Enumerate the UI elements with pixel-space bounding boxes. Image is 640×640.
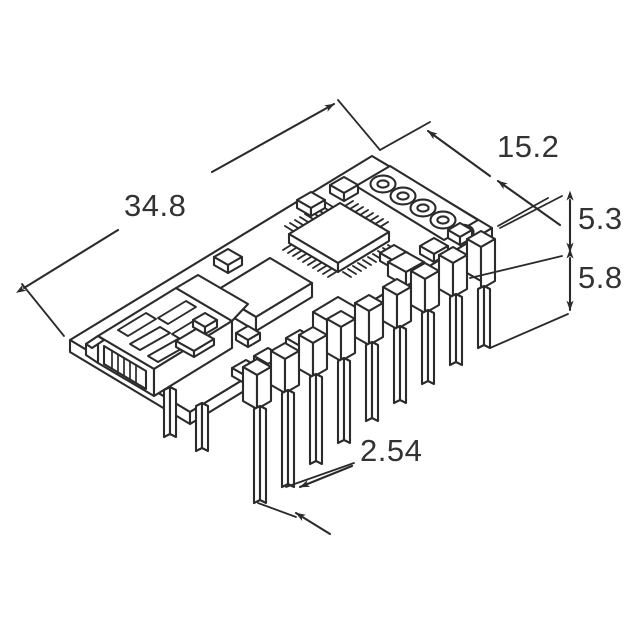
dimension-line-width [379, 121, 562, 227]
dimension-line-height-lower [489, 248, 574, 349]
dimension-label-width: 15.2 [497, 129, 560, 164]
pin-header-socket [325, 309, 357, 445]
dimension-label-height-lower: 5.8 [578, 260, 623, 295]
pin-header-socket [381, 277, 413, 405]
pin-header-socket [269, 341, 301, 489]
dimension-line-pitch [257, 462, 355, 536]
qfp-ic [282, 200, 397, 278]
pin-header-socket [241, 357, 273, 505]
dimension-label-length: 34.8 [124, 188, 187, 223]
dimension-label-height-upper: 5.3 [578, 201, 623, 236]
pin-header-socket [297, 325, 329, 466]
dimension-label-pitch: 2.54 [360, 433, 423, 468]
pin-header-socket [465, 229, 497, 350]
dimension-line-height-upper [469, 190, 574, 279]
dimension-line-length [16, 99, 381, 337]
pin-header-socket [409, 261, 441, 386]
support-pins [162, 385, 210, 453]
pin-header-row [241, 229, 497, 505]
pin-header-socket [353, 293, 385, 423]
pin-header-socket [437, 245, 469, 367]
